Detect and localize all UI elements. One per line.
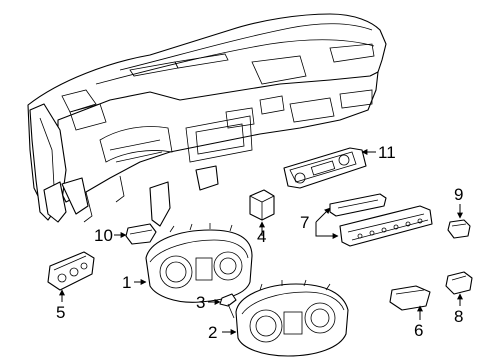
part-9-switch: [447, 219, 471, 239]
callout-1: 1: [122, 273, 147, 292]
callout-label-2: 2: [208, 323, 217, 342]
callout-11: 11: [361, 143, 396, 162]
callout-label-7: 7: [300, 213, 309, 232]
callout-3: 3: [196, 293, 221, 312]
dashboard-panel: [27, 13, 387, 227]
callout-label-11: 11: [378, 143, 396, 162]
callout-9: 9: [454, 185, 463, 219]
part-1-instrument-cluster: [145, 223, 253, 303]
part-10-trim-piece: [125, 223, 157, 245]
callout-4: 4: [257, 221, 266, 246]
callout-label-5: 5: [56, 303, 65, 322]
callout-8: 8: [454, 293, 463, 326]
part-3-screw: [219, 293, 237, 319]
part-6-switch: [389, 285, 431, 311]
callout-label-6: 6: [414, 321, 423, 340]
callout-2: 2: [208, 323, 237, 342]
callout-6: 6: [414, 305, 423, 340]
callout-label-1: 1: [122, 273, 131, 292]
part-2-instrument-cluster-lower: [235, 279, 349, 357]
part-11-control-module: [283, 147, 367, 189]
part-7-climate-control-panel: [329, 193, 433, 247]
callout-10: 10: [94, 226, 127, 245]
part-4-switch: [249, 189, 275, 221]
callout-5: 5: [56, 289, 65, 322]
callout-7: 7: [300, 207, 339, 239]
part-8-switch: [445, 271, 473, 295]
callout-label-10: 10: [94, 226, 113, 245]
callout-label-8: 8: [454, 307, 463, 326]
part-5-switch-assembly: [47, 251, 95, 291]
callout-label-4: 4: [257, 227, 266, 246]
callout-label-9: 9: [454, 185, 463, 204]
callout-label-3: 3: [196, 293, 205, 312]
